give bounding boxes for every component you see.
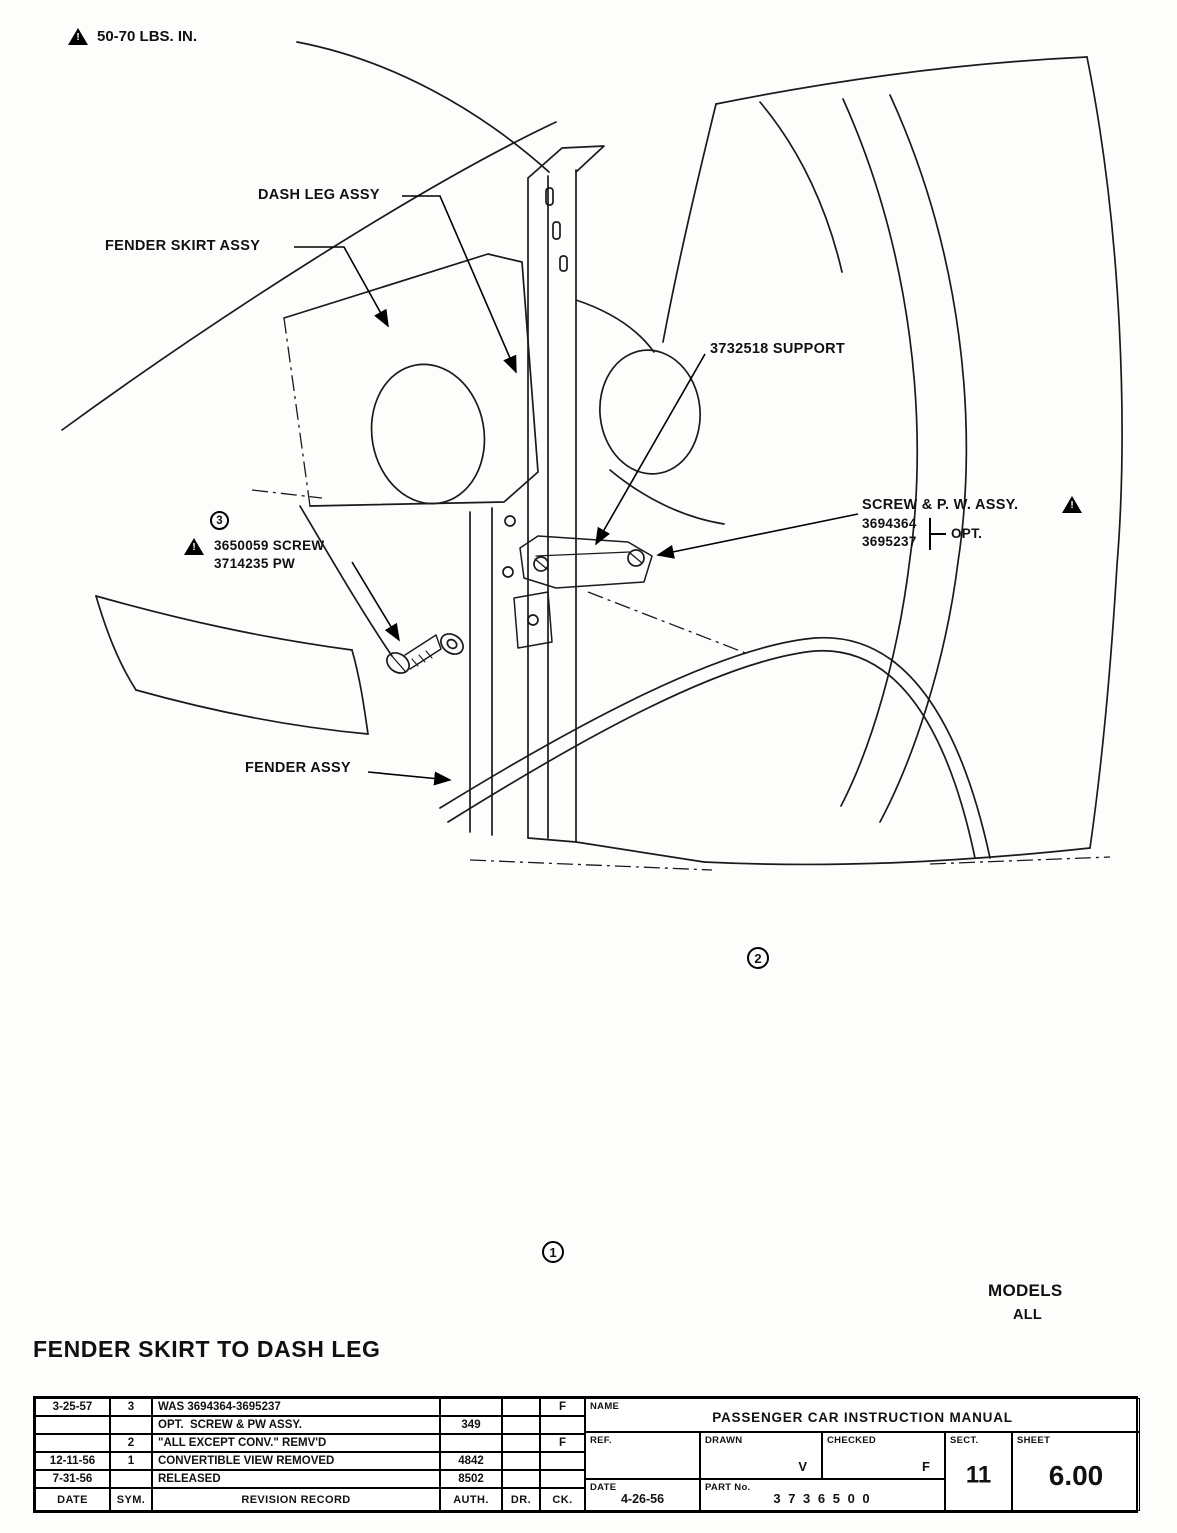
models-value: ALL	[1013, 1307, 1043, 1323]
drawn-cell: DRAWN V	[700, 1432, 822, 1479]
rev-row-0-date: 3-25-57	[35, 1398, 110, 1416]
sheet-cell: SHEET 6.00	[1012, 1432, 1140, 1511]
view-marker-1: 1	[542, 1241, 564, 1263]
page-title: FENDER SKIRT TO DASH LEG	[33, 1336, 381, 1362]
rev-row-1-sym	[110, 1416, 152, 1434]
rev-row-2-ck: F	[540, 1434, 585, 1452]
rev-row-4-auth: 8502	[440, 1470, 502, 1488]
torque-note: 50-70 LBS. IN.	[68, 28, 197, 45]
drawn-label: DRAWN	[705, 1435, 743, 1446]
warning-triangle-icon	[184, 538, 204, 555]
rev-row-2-date	[35, 1434, 110, 1452]
rev-row-3-record: CONVERTIBLE VIEW REMOVED	[152, 1452, 440, 1470]
rev-row-1-dr	[502, 1416, 540, 1434]
ref-label: REF.	[590, 1435, 612, 1446]
rev-row-2-dr	[502, 1434, 540, 1452]
rev-row-1-ck	[540, 1416, 585, 1434]
leader-screw	[351, 561, 400, 642]
rev-row-4-sym	[110, 1470, 152, 1488]
callout-screw-pw-part1: 3694364	[862, 516, 917, 531]
rev-row-3-sym: 1	[110, 1452, 152, 1470]
rev-row-4-ck	[540, 1470, 585, 1488]
date-value: 4-26-56	[620, 1492, 665, 1506]
checked-cell: CHECKED F	[822, 1432, 945, 1479]
callout-screw-pw-part2: 3695237	[862, 534, 917, 549]
rev-row-4-record: RELEASED	[152, 1470, 440, 1488]
rev-row-0-auth	[440, 1398, 502, 1416]
rev-row-0-dr	[502, 1398, 540, 1416]
warning-triangle-icon	[1062, 496, 1082, 513]
warning-triangle-icon	[68, 28, 88, 45]
leader-fender-skirt	[294, 246, 389, 328]
sheet-value: 6.00	[1048, 1459, 1104, 1491]
rev-header-date: DATE	[35, 1488, 110, 1511]
callout-washer-part: 3714235 PW	[214, 556, 296, 571]
callout-support: 3732518 SUPPORT	[710, 341, 846, 357]
view-marker-2: 2	[747, 947, 769, 969]
callout-fender-assy: FENDER ASSY	[245, 760, 351, 776]
callout-screw-pw-assy: SCREW & P. W. ASSY.	[862, 497, 1019, 513]
sheet-label: SHEET	[1017, 1435, 1051, 1446]
part-no-cell: PART No. 3 7 3 6 5 0 0	[700, 1479, 945, 1511]
callout-fender-skirt-assy: FENDER SKIRT ASSY	[105, 238, 261, 254]
rev-row-3-dr	[502, 1452, 540, 1470]
rev-header-record: REVISION RECORD	[152, 1488, 440, 1511]
rev-row-2-auth	[440, 1434, 502, 1452]
rev-row-3-ck	[540, 1452, 585, 1470]
rev-header-dr: DR.	[502, 1488, 540, 1511]
rev-header-sym: SYM.	[110, 1488, 152, 1511]
title-block: 3-25-57 3 WAS 3694364-3695237 F OPT. SCR…	[33, 1396, 1140, 1513]
rev-row-1-auth: 349	[440, 1416, 502, 1434]
rev-row-0-sym: 3	[110, 1398, 152, 1416]
part-no-value: 3 7 3 6 5 0 0	[773, 1491, 872, 1506]
rev-row-2-sym: 2	[110, 1434, 152, 1452]
date-cell: DATE 4-26-56	[585, 1479, 700, 1511]
leader-screw-pw-assy	[656, 513, 859, 559]
part-no-label: PART No.	[705, 1482, 751, 1493]
rev-row-4-date: 7-31-56	[35, 1470, 110, 1488]
opt-bracket	[929, 518, 946, 550]
qty-marker-3: 3	[210, 511, 229, 530]
callout-dash-leg-assy: DASH LEG ASSY	[258, 187, 380, 203]
models-label: MODELS	[988, 1281, 1063, 1300]
callout-opt: OPT.	[951, 526, 983, 541]
rev-row-1-date	[35, 1416, 110, 1434]
name-cell: NAME PASSENGER CAR INSTRUCTION MANUAL	[585, 1398, 1140, 1432]
ref-cell: REF.	[585, 1432, 700, 1479]
rev-row-0-ck: F	[540, 1398, 585, 1416]
callout-screw-part: 3650059 SCREW	[214, 538, 325, 553]
rev-row-3-auth: 4842	[440, 1452, 502, 1470]
drawn-value: V	[798, 1459, 807, 1474]
rev-row-2-record: "ALL EXCEPT CONV." REMV'D	[152, 1434, 440, 1452]
rev-header-auth: AUTH.	[440, 1488, 502, 1511]
date-label: DATE	[590, 1482, 617, 1493]
checked-value: F	[922, 1459, 930, 1474]
sect-label: SECT.	[950, 1435, 979, 1446]
manual-name: PASSENGER CAR INSTRUCTION MANUAL	[712, 1410, 1013, 1425]
checked-label: CHECKED	[827, 1435, 877, 1446]
rev-row-4-dr	[502, 1470, 540, 1488]
sect-value: 11	[965, 1460, 992, 1488]
leader-fender	[367, 771, 452, 786]
rev-row-3-date: 12-11-56	[35, 1452, 110, 1470]
rev-row-0-record: WAS 3694364-3695237	[152, 1398, 440, 1416]
sect-cell: SECT. 11	[945, 1432, 1012, 1511]
rev-row-1-record: OPT. SCREW & PW ASSY.	[152, 1416, 440, 1434]
leader-dash-leg	[402, 195, 517, 374]
torque-note-text: 50-70 LBS. IN.	[97, 28, 198, 45]
leader-support	[595, 353, 706, 546]
rev-header-ck: CK.	[540, 1488, 585, 1511]
name-label: NAME	[590, 1401, 620, 1412]
